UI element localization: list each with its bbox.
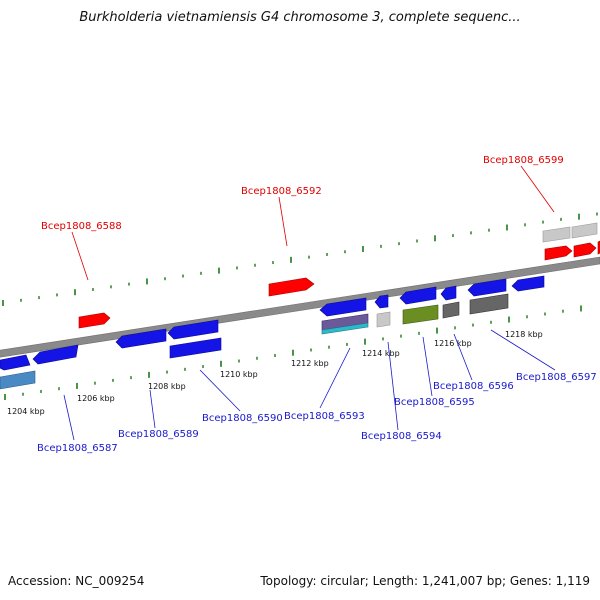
gene-gray-b-box[interactable] bbox=[571, 222, 598, 239]
gene-6595-arrow[interactable] bbox=[399, 286, 437, 305]
gene-label-6596[interactable]: Bcep1808_6596 bbox=[433, 381, 514, 392]
tick-label: 1214 kbp bbox=[362, 349, 400, 358]
gene-6590a-arrow[interactable] bbox=[167, 319, 219, 340]
gene-label-6593[interactable]: Bcep1808_6593 bbox=[284, 411, 365, 422]
gene-6594-gray-box[interactable] bbox=[376, 311, 391, 328]
backbone-bar bbox=[0, 256, 600, 358]
tick-label: 1208 kbp bbox=[148, 382, 186, 391]
gene-6596-arrow[interactable] bbox=[440, 285, 457, 301]
gene-label-6589[interactable]: Bcep1808_6589 bbox=[118, 429, 199, 440]
callout-lines bbox=[63, 165, 556, 441]
tick-label: 1210 kbp bbox=[220, 370, 258, 379]
gene-6594-arrow[interactable] bbox=[374, 294, 389, 309]
gene-label-6587[interactable]: Bcep1808_6587 bbox=[37, 443, 118, 454]
callout-6596 bbox=[453, 333, 473, 381]
callout-6588 bbox=[71, 231, 89, 281]
callout-6593 bbox=[319, 347, 351, 409]
gene-gray-a-box[interactable] bbox=[542, 226, 571, 243]
outer-tick-track bbox=[2, 212, 598, 306]
callout-6590 bbox=[199, 369, 241, 412]
callout-6592 bbox=[278, 196, 288, 247]
gene-label-6590[interactable]: Bcep1808_6590 bbox=[202, 413, 283, 424]
callout-6594 bbox=[387, 341, 399, 431]
gene-6592-arrow[interactable] bbox=[268, 277, 315, 297]
callout-6597 bbox=[490, 329, 556, 371]
gene-label-6595[interactable]: Bcep1808_6595 bbox=[394, 397, 475, 408]
gene-label-6594[interactable]: Bcep1808_6594 bbox=[361, 431, 442, 442]
gene-6597-arrow[interactable] bbox=[467, 278, 507, 297]
gene-6593-arrow[interactable] bbox=[319, 297, 367, 317]
gene-label-6597[interactable]: Bcep1808_6597 bbox=[516, 372, 597, 383]
tick-label: 1212 kbp bbox=[291, 359, 329, 368]
gene-6595-green-box[interactable] bbox=[402, 304, 439, 325]
map-title: Burkholderia vietnamiensis G4 chromosome… bbox=[79, 10, 521, 25]
gene-label-6588[interactable]: Bcep1808_6588 bbox=[41, 221, 122, 232]
gene-6590b-box[interactable] bbox=[169, 337, 222, 359]
tick-label: 1216 kbp bbox=[434, 339, 472, 348]
tick-label: 1218 kbp bbox=[505, 330, 543, 339]
callout-6587 bbox=[63, 394, 75, 441]
tick-label: 1206 kbp bbox=[77, 394, 115, 403]
gene-steel-blue-box[interactable] bbox=[0, 370, 36, 390]
gene-6588-arrow[interactable] bbox=[78, 312, 111, 329]
gene-6589-arrow[interactable] bbox=[115, 328, 167, 349]
gene-blue-right-arrow[interactable] bbox=[511, 275, 545, 292]
gene-labels: Bcep1808_6588 Bcep1808_6592 Bcep1808_659… bbox=[37, 155, 597, 454]
tick-label: 1204 kbp bbox=[7, 407, 45, 416]
gene-label-6599[interactable]: Bcep1808_6599 bbox=[483, 155, 564, 166]
accession-text: Accession: NC_009254 bbox=[8, 574, 145, 588]
forward-features bbox=[78, 222, 600, 329]
inner-tick-track bbox=[4, 305, 582, 400]
scale-labels: 1204 kbp 1206 kbp 1208 kbp 1210 kbp 1212… bbox=[7, 330, 543, 416]
gene-6597-gray-box[interactable] bbox=[469, 293, 509, 315]
callout-6589 bbox=[149, 389, 156, 429]
gene-red-edge-arrow[interactable] bbox=[573, 242, 597, 258]
callout-6595 bbox=[422, 336, 433, 397]
callout-6599 bbox=[520, 165, 555, 213]
reverse-features bbox=[0, 275, 545, 390]
gene-6593-teal-box[interactable] bbox=[321, 322, 369, 335]
genome-summary-text: Topology: circular; Length: 1,241,007 bp… bbox=[260, 574, 590, 588]
gene-6587-arrow[interactable] bbox=[32, 344, 79, 365]
gene-6596-gray-box[interactable] bbox=[442, 301, 460, 319]
gene-label-6592[interactable]: Bcep1808_6592 bbox=[241, 186, 322, 197]
gene-blue-edge-arrow[interactable] bbox=[0, 354, 31, 371]
chromosome-backbone bbox=[0, 256, 600, 358]
gene-6599-arrow[interactable] bbox=[544, 245, 573, 261]
